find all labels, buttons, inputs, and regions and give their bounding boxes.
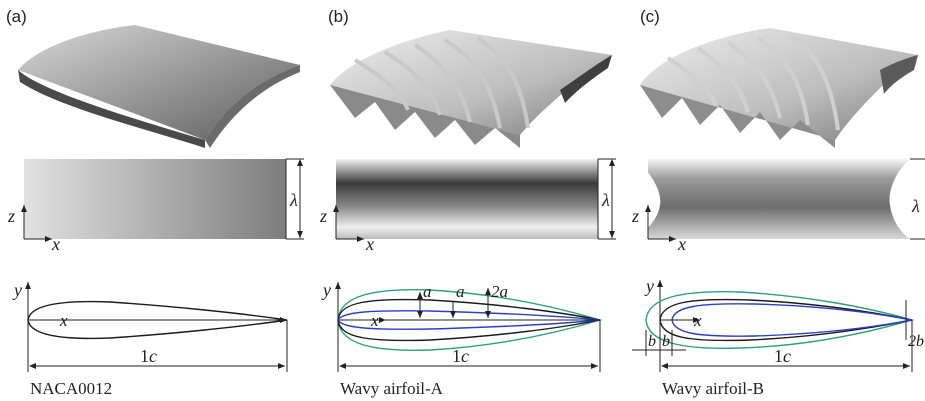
panel-c-tag: (c) (640, 7, 660, 26)
wavy-b-outline-blue (671, 303, 913, 337)
airfoil-name-b: Wavy airfoil-A (340, 379, 444, 398)
chord-label-a: 1c (140, 346, 157, 366)
profile-a: y x 1c NACA0012 (12, 280, 288, 398)
dim-2a: 2a (491, 282, 508, 301)
profile-b: y x a a 2a 1c Wavy airfoil-A (321, 280, 603, 398)
lambda-label-b: λ (601, 190, 610, 210)
top-view-b: λ z x (319, 158, 616, 254)
wing-3d-a (18, 25, 300, 148)
lambda-label-a: λ (289, 190, 298, 210)
airfoil-name-c: Wavy airfoil-B (662, 379, 764, 398)
wing-3d-c (640, 28, 918, 148)
z-axis-label-c: z (631, 206, 639, 226)
chord-label-c: 1c (774, 346, 791, 366)
z-axis-label-b: z (319, 206, 327, 226)
top-view-a: λ z x (7, 158, 304, 254)
panel-c: (c) λ z x y x (631, 7, 925, 398)
lambda-label-c: λ (911, 196, 920, 216)
panel-b: (b) λ z x y x (319, 7, 616, 398)
panel-a-tag: (a) (6, 7, 27, 26)
dim-a-2: a (456, 282, 465, 301)
dim-2b: 2b (908, 333, 924, 350)
x-profile-label-b: x (370, 311, 379, 330)
x-profile-label-a: x (59, 311, 68, 330)
dim-b-1: b (648, 333, 656, 350)
dim-a-1: a (423, 282, 432, 301)
wing-3d-b (330, 30, 612, 148)
y-axis-label-a: y (12, 280, 22, 300)
top-view-c: λ z x (631, 158, 925, 254)
chord-label-b: 1c (452, 346, 469, 366)
airfoil-name-a: NACA0012 (30, 379, 112, 398)
z-axis-label-a: z (7, 206, 15, 226)
x-axis-label-b: x (365, 234, 374, 254)
x-profile-label-c: x (693, 311, 702, 330)
panel-b-tag: (b) (328, 7, 349, 26)
profile-c: y x b b 2b 1c Wavy airfoil-B (632, 276, 924, 398)
dim-b-2: b (662, 333, 670, 350)
x-axis-label-a: x (51, 234, 60, 254)
y-axis-label-b: y (321, 280, 331, 300)
x-axis-label-c: x (677, 234, 686, 254)
panel-a: (a) λ z x y x (6, 7, 304, 398)
y-axis-label-c: y (644, 276, 654, 296)
